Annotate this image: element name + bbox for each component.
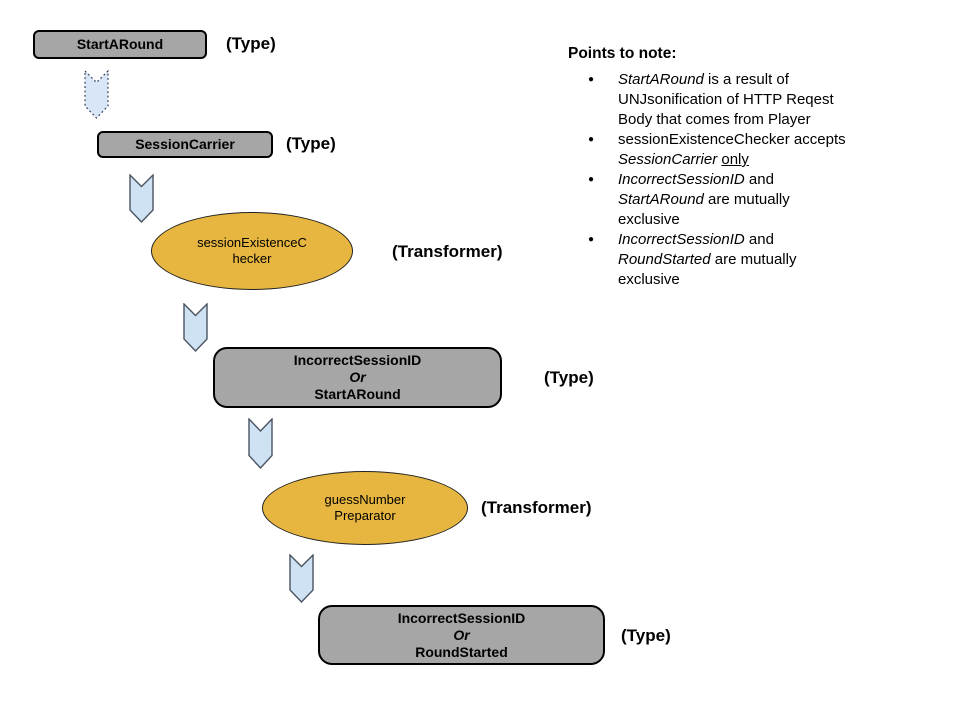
node-annotation-type: (Type) xyxy=(544,368,594,387)
node-annotation-type: (Type) xyxy=(226,34,276,53)
bullet-dot-icon: ● xyxy=(588,74,595,85)
down-chevron-arrow-icon xyxy=(248,418,273,469)
notes-heading: Points to note: xyxy=(568,45,677,62)
bullet-dot-icon: ● xyxy=(588,174,595,185)
down-chevron-arrow-icon xyxy=(129,174,154,223)
down-chevron-arrow-icon xyxy=(183,303,208,352)
node-annotation-type: (Type) xyxy=(621,626,671,645)
node-annotation-type: (Type) xyxy=(286,134,336,153)
notes-panel: Points to note: ● StartARound is a resul… xyxy=(568,44,938,290)
down-chevron-arrow-dotted-icon xyxy=(84,70,109,119)
node-label: SessionCarrier xyxy=(135,136,235,152)
node-label: StartARound xyxy=(76,36,164,52)
node-annotation-transformer: (Transformer) xyxy=(392,242,503,261)
node-start-a-round: StartARound xyxy=(33,30,207,59)
down-chevron-arrow-icon xyxy=(289,554,314,603)
node-annotation-transformer: (Transformer) xyxy=(481,498,592,517)
bullet-dot-icon: ● xyxy=(588,234,595,245)
node-session-carrier: SessionCarrier xyxy=(97,131,273,158)
bullet-dot-icon: ● xyxy=(588,134,595,145)
